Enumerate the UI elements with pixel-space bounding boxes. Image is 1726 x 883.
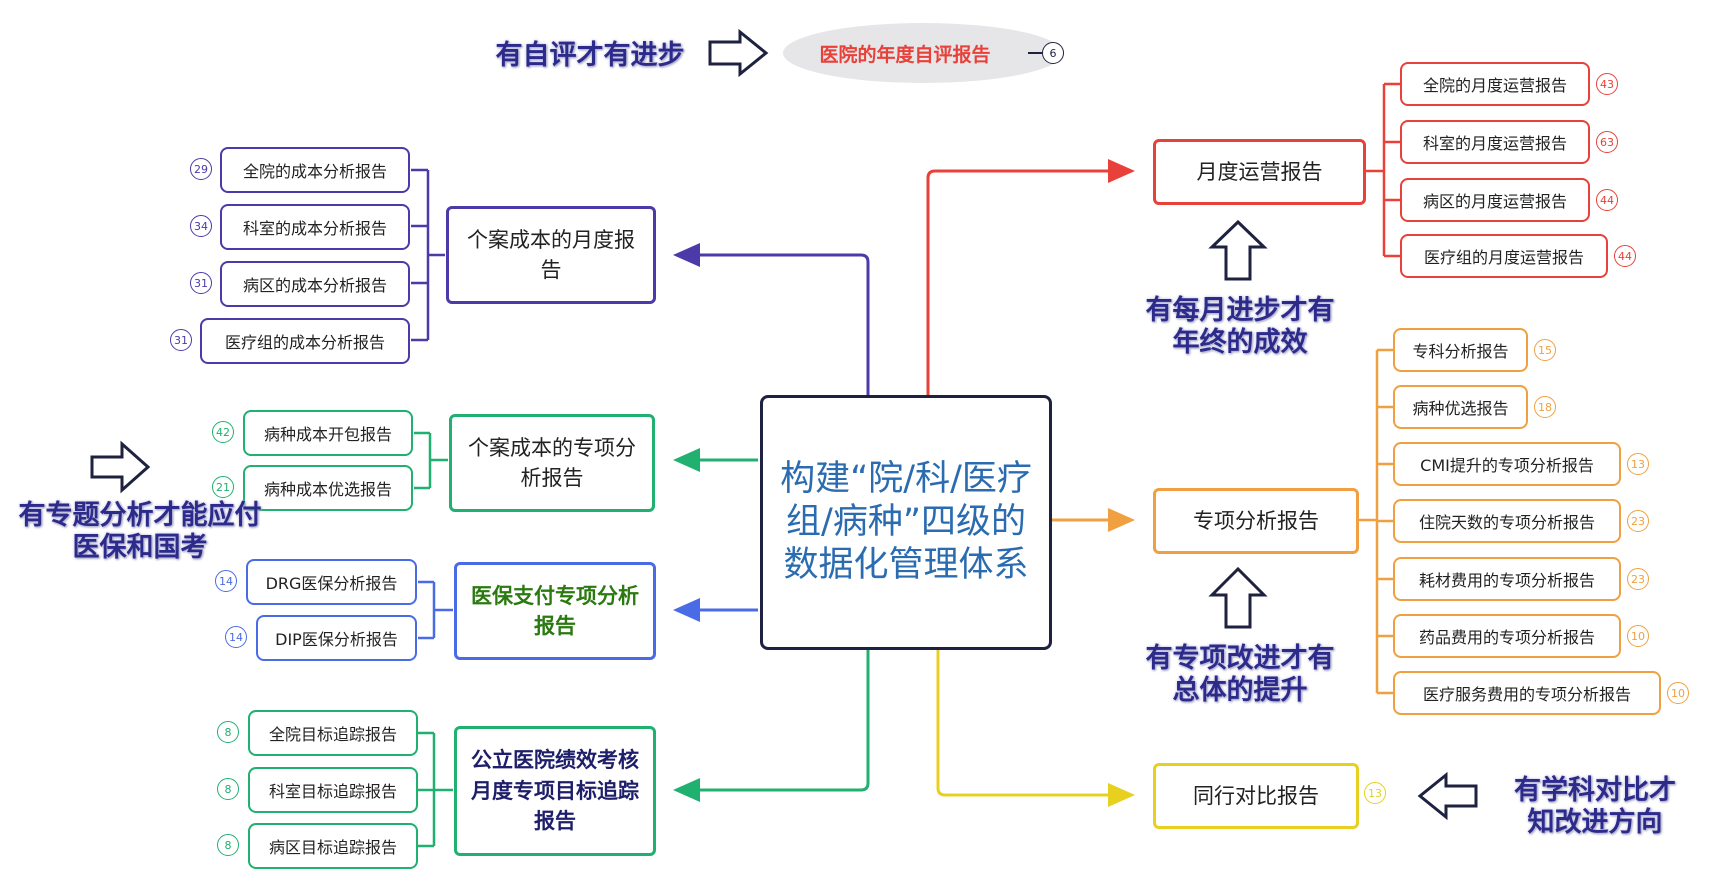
count-badge: 31: [170, 329, 192, 351]
leaf-right-2-6: 药品费用的专项分析报告: [1393, 614, 1621, 658]
bracket-left-3: [418, 580, 453, 640]
hollow-arrow-up-1: [1208, 219, 1268, 281]
top-node-label: 医院的年度自评报告: [819, 43, 991, 66]
slogan-right-middle: 有专项改进才有总体的提升: [1145, 643, 1335, 706]
bracket-left-4: [418, 731, 453, 848]
right-branch-1: 月度运营报告: [1153, 139, 1366, 205]
top-node-count-badge: 6: [1042, 42, 1064, 64]
count-badge: 10: [1667, 682, 1689, 704]
top-node: 医院的年度自评报告: [790, 36, 1020, 70]
leaf-left-2-1: 病种成本开包报告: [243, 410, 413, 456]
left-branch-4: 公立医院绩效考核月度专项目标追踪报告: [454, 726, 656, 856]
hollow-arrow-left: [90, 440, 151, 494]
leaf-left-4-1: 全院目标追踪报告: [248, 710, 418, 756]
count-badge: 13: [1364, 782, 1386, 804]
center-node-text: 构建“院/科/医疗组/病种”四级的数据化管理体系: [780, 459, 1032, 585]
count-badge: 8: [217, 721, 239, 743]
center-node: 构建“院/科/医疗组/病种”四级的数据化管理体系: [760, 395, 1052, 650]
left-branch-1: 个案成本的月度报告: [446, 206, 656, 304]
leaf-right-2-4: 住院天数的专项分析报告: [1393, 499, 1621, 543]
count-badge: 23: [1627, 510, 1649, 532]
count-badge: 23: [1627, 568, 1649, 590]
slogan-right-upper: 有每月进步才有年终的成效: [1145, 295, 1335, 358]
count-badge: 8: [217, 778, 239, 800]
leaf-right-2-5: 耗材费用的专项分析报告: [1393, 557, 1621, 601]
connector-left-1: [673, 243, 870, 395]
leaf-left-4-2: 科室目标追踪报告: [248, 767, 418, 813]
count-badge: 34: [190, 215, 212, 237]
slogan-left: 有专题分析才能应付医保和国考: [18, 500, 262, 563]
count-badge: 21: [212, 476, 234, 498]
count-badge: 8: [217, 834, 239, 856]
count-badge: 15: [1534, 339, 1556, 361]
count-badge: 29: [190, 158, 212, 180]
hollow-arrow-top: [708, 28, 769, 78]
count-badge: 14: [225, 626, 247, 648]
bracket-left-2: [414, 431, 448, 490]
left-branch-2: 个案成本的专项分析报告: [449, 414, 655, 512]
right-branch-2: 专项分析报告: [1153, 488, 1359, 554]
bracket-right-2: [1359, 348, 1393, 695]
count-badge: 14: [215, 570, 237, 592]
count-badge: 44: [1614, 245, 1636, 267]
count-badge: 13: [1627, 453, 1649, 475]
left-branch-3: 医保支付专项分析报告: [454, 562, 656, 660]
count-badge: 63: [1596, 131, 1618, 153]
count-badge: 42: [212, 421, 234, 443]
top-node-connector: [1028, 52, 1042, 54]
leaf-right-2-3: CMI提升的专项分析报告: [1393, 442, 1621, 486]
leaf-left-4-3: 病区目标追踪报告: [248, 823, 418, 869]
leaf-left-1-1: 全院的成本分析报告: [220, 147, 410, 193]
bracket-left-1: [411, 168, 445, 342]
leaf-right-2-1: 专科分析报告: [1393, 328, 1528, 372]
leaf-left-3-2: DIP医保分析报告: [256, 615, 417, 661]
leaf-right-2-7: 医疗服务费用的专项分析报告: [1393, 671, 1661, 715]
count-badge: 44: [1596, 189, 1618, 211]
leaf-right-1-2: 科室的月度运营报告: [1400, 120, 1590, 164]
leaf-left-1-4: 医疗组的成本分析报告: [200, 318, 410, 364]
leaf-right-1-4: 医疗组的月度运营报告: [1400, 234, 1608, 278]
leaf-right-1-3: 病区的月度运营报告: [1400, 178, 1590, 222]
count-badge: 10: [1627, 625, 1649, 647]
connector-right-1: [926, 159, 1135, 395]
count-badge: 31: [190, 272, 212, 294]
bracket-right-1: [1366, 82, 1400, 258]
connector-left-4: [673, 650, 870, 802]
leaf-right-2-2: 病种优选报告: [1393, 385, 1528, 429]
slogan-top: 有自评才有进步: [495, 40, 685, 71]
count-badge: 43: [1596, 73, 1618, 95]
right-branch-3: 同行对比报告: [1153, 763, 1359, 829]
hollow-arrow-up-2: [1208, 566, 1268, 629]
leaf-left-2-2: 病种成本优选报告: [243, 465, 413, 511]
connector-right-3: [936, 650, 1135, 807]
leaf-left-1-3: 病区的成本分析报告: [220, 261, 410, 307]
leaf-left-1-2: 科室的成本分析报告: [220, 204, 410, 250]
top-label-cloud: [783, 23, 1063, 83]
hollow-arrow-left-2: [1417, 771, 1478, 821]
count-badge: 18: [1534, 396, 1556, 418]
slogan-right-lower: 有学科对比才知改进方向: [1514, 775, 1676, 838]
leaf-left-3-1: DRG医保分析报告: [246, 559, 417, 605]
leaf-right-1-1: 全院的月度运营报告: [1400, 62, 1590, 106]
